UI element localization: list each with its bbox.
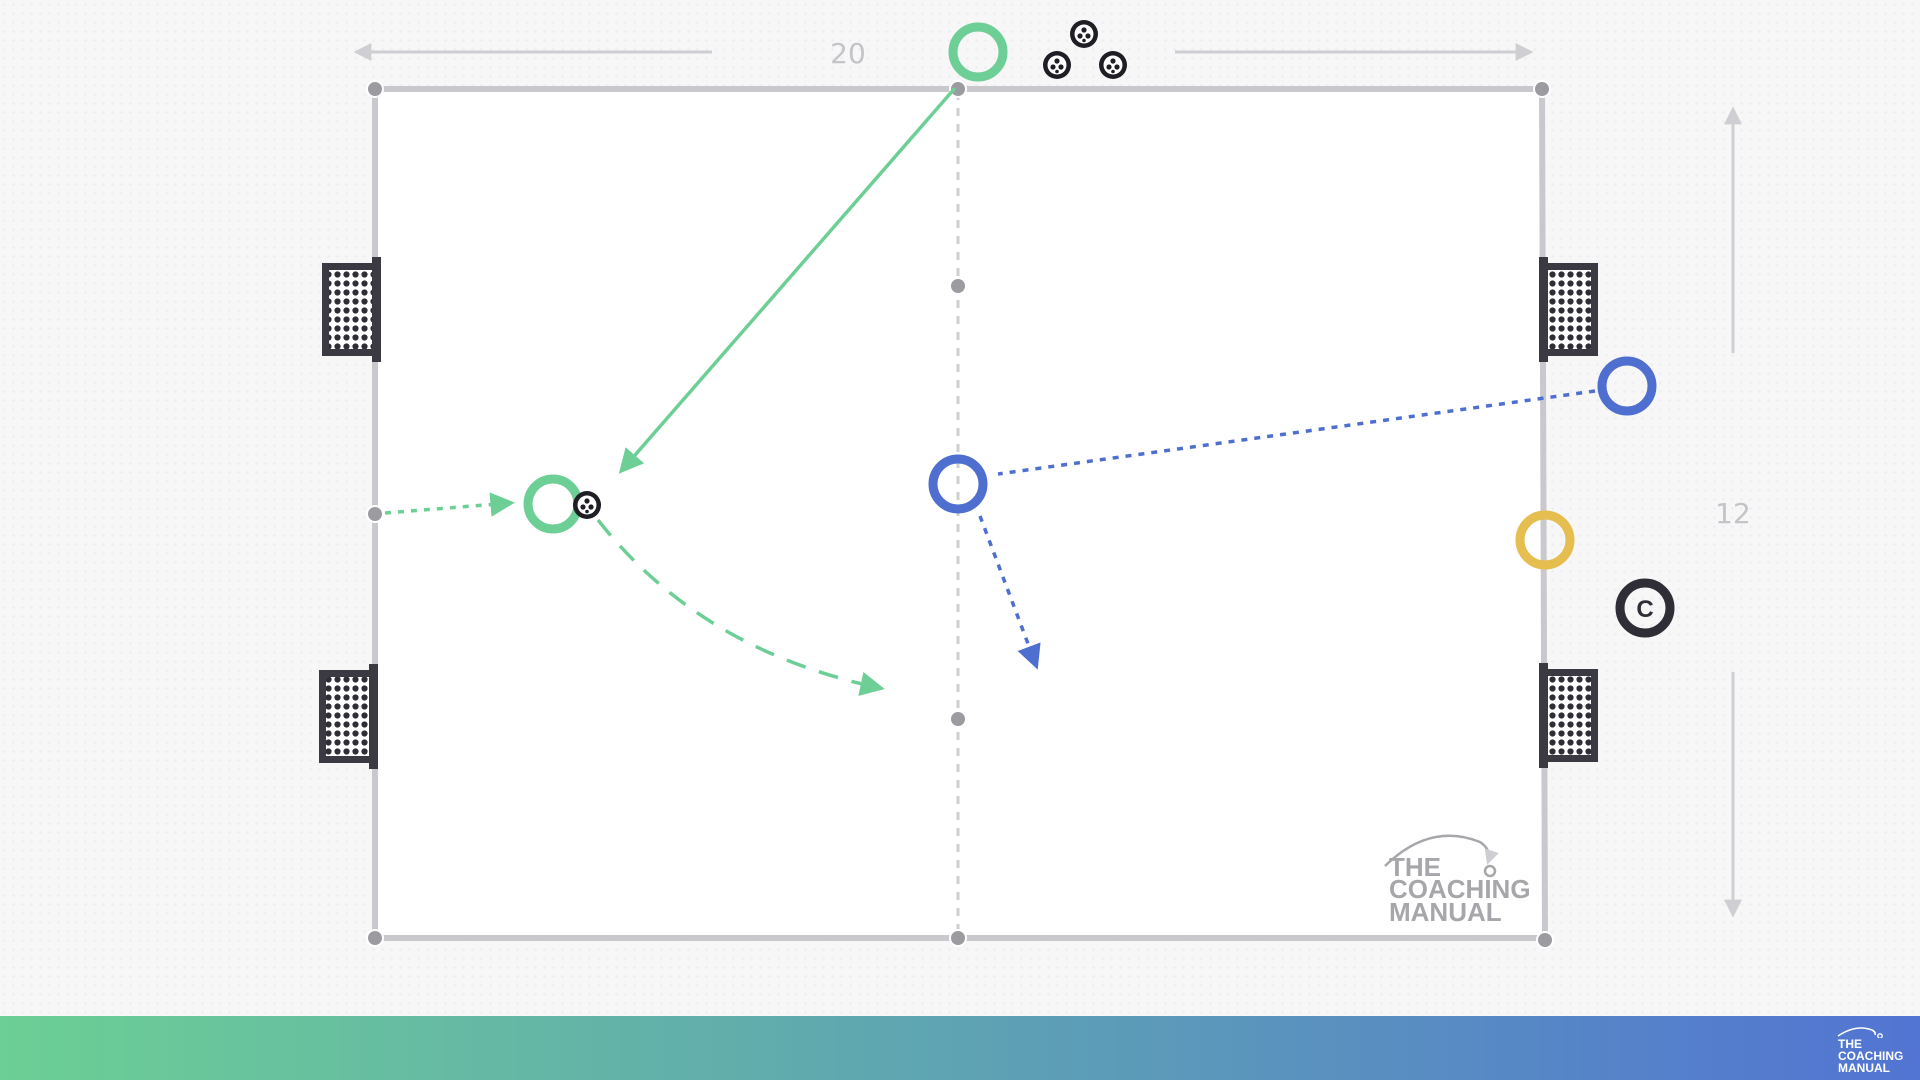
width-dimension: 20 [353,37,1534,70]
cone-markers [366,80,1554,949]
goal-left-top [322,257,381,362]
green-player-server [948,22,1008,82]
goal-right-bottom [1539,663,1598,768]
cone-marker [366,505,384,523]
cone-marker [366,929,384,947]
watermark-line1: THE [1389,852,1441,882]
cone-marker [949,710,967,728]
length-dimension: 12 [1715,106,1751,918]
ball-icon [1070,20,1098,48]
green-run-arrow [384,492,515,517]
footer-logo-line2: COACHING [1838,1049,1904,1063]
cone-marker [949,929,967,947]
blue-player-server [1597,356,1657,416]
coach-marker: C [1615,578,1675,638]
cone-marker [1536,931,1554,949]
watermark-dot [1483,864,1497,878]
footer-logo: THE COACHING MANUAL [1830,1026,1908,1075]
goal-right-top [1539,257,1598,362]
footer-logo-arc-icon [1837,1027,1883,1038]
watermark-line3: MANUAL [1389,897,1502,927]
blue-player-defender [928,454,988,514]
green-dribble-arrow [596,518,885,696]
watermark-line2: COACHING [1389,874,1531,904]
goal-left-bottom [319,664,378,769]
cone-marker [366,80,384,98]
cone-marker [1533,80,1551,98]
width-label: 20 [830,37,866,70]
cone-marker [949,80,967,98]
watermark-logo: THE COACHING MANUAL [1384,834,1531,927]
ball-icon [1043,51,1071,79]
ball-icon [573,491,601,519]
coach-label: C [1636,596,1653,623]
length-label: 12 [1715,497,1751,530]
blue-pass-line [997,389,1596,476]
watermark-arc [1384,834,1499,867]
blue-run-arrow [978,515,1041,670]
ball-icon [1099,51,1127,79]
cone-marker [949,277,967,295]
footer-bar: THE COACHING MANUAL [0,1016,1920,1080]
footer-logo-line1: THE [1838,1037,1862,1051]
footer-logo-line3: MANUAL [1838,1061,1890,1075]
green-pass-arrow [618,86,957,474]
session-diagram: 20 12 C THE COACHING MANUAL [319,20,1751,949]
neutral-player [1515,510,1575,570]
